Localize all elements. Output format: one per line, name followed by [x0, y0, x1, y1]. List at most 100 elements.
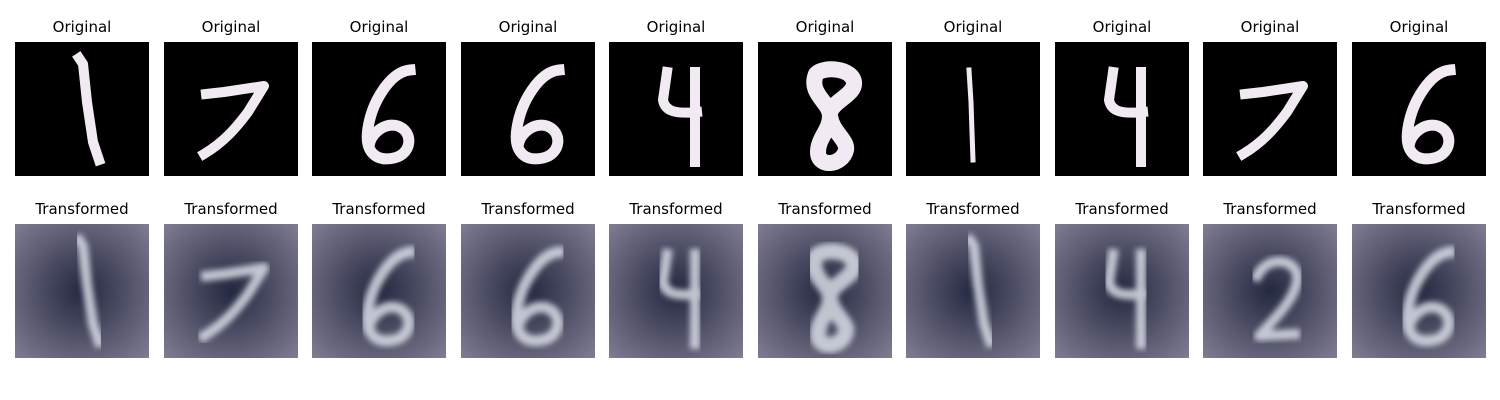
transformed-digit-graphic — [461, 224, 595, 358]
transformed-panel: Transformed — [1055, 198, 1189, 358]
transformed-panel-title: Transformed — [1372, 200, 1466, 218]
transformed-panel: Transformed — [164, 198, 298, 358]
transformed-digit-graphic — [164, 224, 298, 358]
original-panel-title: Original — [498, 18, 558, 36]
original-panel: Original — [15, 16, 149, 176]
transformed-digit-image — [164, 224, 298, 358]
original-digit-stroke — [1236, 81, 1308, 161]
original-row: Original Original Original Original Original… — [0, 16, 1500, 176]
transformed-digit-stroke — [1104, 248, 1149, 349]
original-panel: Original — [164, 16, 298, 176]
original-panel-title: Original — [646, 18, 706, 36]
transformed-digit-image — [15, 224, 149, 358]
transformed-digit-stroke — [361, 245, 417, 347]
original-digit-graphic — [461, 42, 595, 176]
original-panel: Original — [1203, 16, 1337, 176]
transformed-panel-title: Transformed — [926, 200, 1020, 218]
original-digit-image — [461, 42, 595, 176]
original-panel-title: Original — [1389, 18, 1449, 36]
original-panel: Original — [1055, 16, 1189, 176]
original-digit-stroke — [806, 61, 862, 171]
transformed-digit-graphic — [609, 224, 743, 358]
original-digit-stroke — [510, 63, 566, 165]
original-digit-stroke — [1104, 66, 1149, 167]
original-digit-image — [1055, 42, 1189, 176]
transformed-digit-image — [1352, 224, 1486, 358]
transformed-digit-image — [1055, 224, 1189, 358]
original-digit-graphic — [1055, 42, 1189, 176]
original-panel: Original — [461, 16, 595, 176]
original-digit-stroke — [361, 63, 417, 165]
transformed-digit-stroke — [658, 248, 703, 349]
original-digit-graphic — [312, 42, 446, 176]
original-panel: Original — [312, 16, 446, 176]
original-digit-stroke — [72, 51, 106, 167]
original-digit-image — [758, 42, 892, 176]
transformed-panel: Transformed — [1352, 198, 1486, 358]
original-panel-title: Original — [201, 18, 261, 36]
transformed-digit-image — [461, 224, 595, 358]
original-digit-image — [1352, 42, 1486, 176]
original-digit-stroke — [1401, 63, 1457, 165]
transformed-panel-title: Transformed — [332, 200, 426, 218]
transformed-digit-graphic — [906, 224, 1040, 358]
transformed-panel-title: Transformed — [184, 200, 278, 218]
transformed-digit-image — [609, 224, 743, 358]
original-digit-stroke — [197, 81, 269, 161]
original-panel-title: Original — [795, 18, 855, 36]
original-digit-image — [164, 42, 298, 176]
original-panel-title: Original — [52, 18, 112, 36]
transformed-panel: Transformed — [15, 198, 149, 358]
original-panel-title: Original — [1092, 18, 1152, 36]
transformed-digit-stroke — [197, 263, 269, 343]
transformed-digit-stroke — [1250, 256, 1303, 341]
original-panel-title: Original — [943, 18, 1003, 36]
original-digit-graphic — [758, 42, 892, 176]
transformed-panel-title: Transformed — [35, 200, 129, 218]
original-digit-image — [312, 42, 446, 176]
transformed-digit-image — [906, 224, 1040, 358]
transformed-panel-title: Transformed — [1223, 200, 1317, 218]
original-digit-graphic — [906, 42, 1040, 176]
transformed-digit-graphic — [758, 224, 892, 358]
transformed-digit-stroke — [72, 233, 106, 349]
original-panel-title: Original — [349, 18, 409, 36]
transformed-digit-stroke — [806, 243, 862, 353]
original-panel: Original — [1352, 16, 1486, 176]
original-digit-graphic — [1203, 42, 1337, 176]
transformed-panel-title: Transformed — [481, 200, 575, 218]
transformed-digit-image — [1203, 224, 1337, 358]
transformed-image-background — [164, 224, 298, 358]
original-panel-title: Original — [1240, 18, 1300, 36]
original-digit-graphic — [1352, 42, 1486, 176]
transformed-panel: Transformed — [609, 198, 743, 358]
original-digit-image — [15, 42, 149, 176]
original-digit-stroke — [966, 67, 976, 163]
original-digit-image — [609, 42, 743, 176]
original-digit-graphic — [164, 42, 298, 176]
transformed-digit-graphic — [1055, 224, 1189, 358]
original-digit-image — [1203, 42, 1337, 176]
original-digit-stroke — [658, 66, 703, 167]
original-digit-image — [906, 42, 1040, 176]
transformed-panel-title: Transformed — [1075, 200, 1169, 218]
transformed-digit-graphic — [312, 224, 446, 358]
transformed-digit-graphic — [1352, 224, 1486, 358]
original-digit-graphic — [609, 42, 743, 176]
transformed-digit-graphic — [1203, 224, 1337, 358]
original-digit-graphic — [15, 42, 149, 176]
transformed-digit-image — [758, 224, 892, 358]
transformed-digit-image — [312, 224, 446, 358]
transformed-digit-stroke — [510, 245, 566, 347]
transformed-panel-title: Transformed — [629, 200, 723, 218]
original-panel: Original — [609, 16, 743, 176]
transformed-panel: Transformed — [1203, 198, 1337, 358]
original-image-background — [164, 42, 298, 176]
transformed-panel: Transformed — [312, 198, 446, 358]
transformed-row: Transformed Transformed Transformed Transfo… — [0, 198, 1500, 358]
transformed-digit-graphic — [15, 224, 149, 358]
transformed-panel-title: Transformed — [778, 200, 872, 218]
transformed-panel: Transformed — [758, 198, 892, 358]
original-panel: Original — [758, 16, 892, 176]
